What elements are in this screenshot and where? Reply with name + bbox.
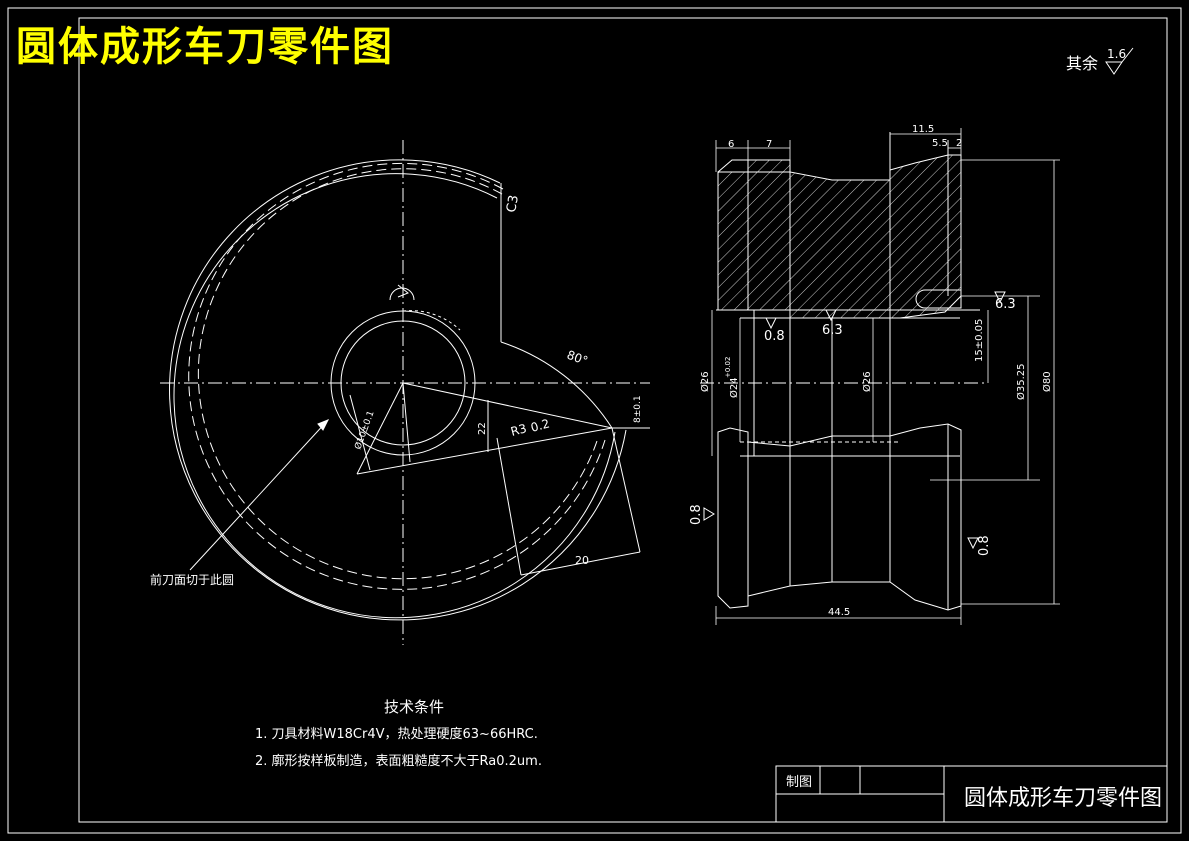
- dim-15-label: 15±0.05: [974, 319, 985, 362]
- clearance-label: 0.2: [529, 416, 551, 434]
- leader-text: 前刀面切于此圆: [150, 572, 234, 587]
- rake-face: [349, 341, 650, 576]
- roughness-symbol-icon: [825, 309, 837, 322]
- roughness-symbol-icon: [765, 317, 777, 330]
- dim-20-label: 20: [575, 554, 589, 567]
- dimension-lines: [711, 128, 1060, 625]
- roughness-note-prefix: 其余: [1066, 54, 1098, 73]
- roughness-label: 0.8: [689, 504, 704, 525]
- leader-arrow-icon: [317, 419, 330, 431]
- front-view-labels: C3 80° R3 0.2 22 20 8±0.1 Ø10±0.1 前刀面切于此…: [150, 194, 643, 587]
- roughness-symbol-icon: [703, 507, 715, 521]
- dim-44-5-label: 44.5: [828, 607, 850, 618]
- surface-roughness-note: 其余 1.6: [1066, 47, 1134, 75]
- dim-7-label: 7: [766, 139, 772, 150]
- roughness-label: 6.3: [822, 323, 843, 338]
- front-center-lines: [160, 140, 650, 645]
- dim-offset-label: 8±0.1: [633, 395, 643, 423]
- tech-heading: 技术条件: [384, 698, 444, 716]
- dim-dia26-left-label: Ø26: [699, 371, 711, 392]
- key-slot: [915, 289, 962, 309]
- tech-item: 2. 廓形按样板制造，表面粗糙度不大于Ra0.2um.: [255, 753, 542, 769]
- dim-5-5-label: 5.5: [932, 138, 948, 149]
- title-block-text: 制图 圆体成形车刀零件图: [786, 775, 1162, 811]
- roughness-symbol-icon: [994, 291, 1006, 304]
- dim-2-label: 2: [956, 138, 962, 149]
- upper-outline: [717, 132, 962, 318]
- title-block: [775, 765, 1168, 823]
- chamfer-label: C3: [504, 194, 522, 214]
- dim-dia24-label: Ø24: [728, 377, 740, 398]
- roughness-label: 0.8: [764, 329, 785, 344]
- roughness-label: 0.8: [977, 535, 992, 556]
- roughness-label: 6.3: [995, 297, 1016, 312]
- roughness-note-value: 1.6: [1107, 47, 1126, 61]
- tech-conditions: 技术条件 1. 刀具材料W18Cr4V，热处理硬度63~66HRC. 2. 廓形…: [255, 698, 542, 769]
- dim-11-5-label: 11.5: [912, 124, 934, 135]
- drawn-by-label: 制图: [786, 775, 812, 790]
- tech-item: 1. 刀具材料W18Cr4V，热处理硬度63~66HRC.: [255, 726, 538, 742]
- dim-dia26-center-label: Ø26: [861, 371, 873, 392]
- side-view-labels: 6 7 11.5 5.5 2 Ø26 Ø24 +0.02 Ø26 15±0.05…: [689, 124, 1053, 618]
- upper-section: [717, 154, 962, 319]
- dim-bore-label: Ø10±0.1: [352, 409, 376, 451]
- roughness-symbol-icon: [967, 537, 979, 550]
- front-view: [160, 140, 650, 645]
- angle-label: 80°: [565, 348, 590, 368]
- drawing-name: 圆体成形车刀零件图: [964, 786, 1162, 811]
- dim-22-label: 22: [477, 422, 488, 435]
- side-roughness-symbols: [703, 291, 1006, 550]
- dim-dia35-label: Ø35.25: [1015, 364, 1027, 401]
- dim-dia80-label: Ø80: [1041, 371, 1053, 392]
- page-title: 圆体成形车刀零件图: [16, 23, 394, 70]
- sheet-frame: [7, 7, 1182, 834]
- side-view: [700, 128, 1060, 625]
- leader-line: [189, 419, 329, 571]
- bore: [330, 310, 476, 456]
- outer-profile: [169, 159, 627, 621]
- keyway-icon: [389, 284, 415, 301]
- radius-label: R3: [509, 421, 528, 439]
- roughness-symbol-icon: [1105, 47, 1134, 75]
- dim-tolerance-label: +0.02: [724, 357, 732, 378]
- dim-6-label: 6: [728, 139, 734, 150]
